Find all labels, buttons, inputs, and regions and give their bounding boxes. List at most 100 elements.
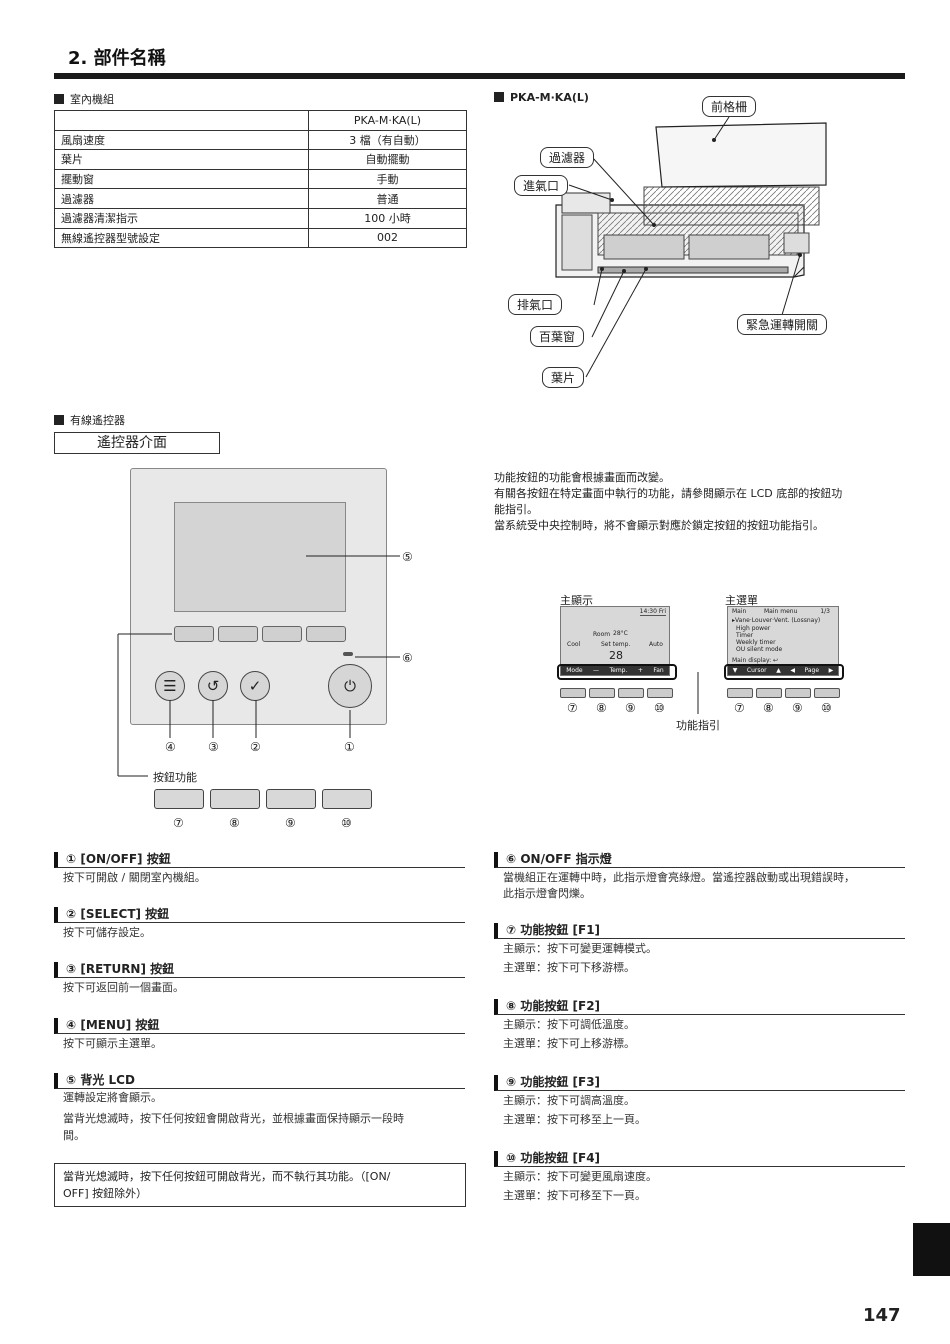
backlit-lcd — [174, 502, 346, 612]
on-off-button[interactable]: ⏻ — [328, 664, 372, 708]
page-title: 2. 部件名稱 — [68, 48, 166, 69]
f1-key[interactable] — [154, 789, 204, 809]
guide-connector — [697, 672, 699, 714]
f3-button[interactable] — [262, 626, 302, 642]
bullet-square — [54, 415, 64, 425]
callout-7: ⑦ — [173, 816, 184, 830]
unit-diagram-heading-text: PKA-M·KA(L) — [510, 91, 589, 104]
section-f3: ⑨ 功能按鈕 [F3] 主顯示：按下可調高溫度。 主選單：按下可移至上一頁。 — [494, 1075, 905, 1129]
section-title: ⑤ 背光 LCD — [54, 1073, 465, 1089]
menu-item: Timer — [736, 632, 754, 639]
section-f2: ⑧ 功能按鈕 [F2] 主顯示：按下可調低溫度。 主選單：按下可上移游標。 — [494, 999, 905, 1053]
f2-key[interactable] — [210, 789, 260, 809]
screen-callout-9: ⑨ — [625, 701, 636, 715]
screen-callout-7: ⑦ — [567, 701, 578, 715]
f2-button[interactable] — [218, 626, 258, 642]
section-title: ④ [MENU] 按鈕 — [54, 1018, 465, 1034]
wired-heading: 有線遙控器 — [54, 412, 125, 428]
check-icon: ✓ — [248, 677, 262, 695]
main-guide-bar: Mode — Temp. + Fan — [561, 665, 669, 675]
main-menu-label: 主選單 — [725, 594, 758, 607]
note-box: 當背光熄滅時，按下任何按鈕可開啟背光，而不執行其功能。（[ON/ OFF] 按鈕… — [54, 1163, 466, 1207]
callout-2: ② — [250, 740, 261, 754]
callout-1: ① — [344, 740, 355, 754]
menu-header-left: Main — [732, 608, 747, 615]
menu-f4-button[interactable] — [814, 688, 840, 698]
screen-callout-10: ⑩ — [654, 701, 665, 715]
callout-front-grille: 前格柵 — [702, 96, 757, 117]
callout-8: ⑧ — [229, 816, 240, 830]
section-return: ③ [RETURN] 按鈕 按下可返回前一個畫面。 — [54, 962, 465, 997]
screen-callout-8: ⑧ — [596, 701, 607, 715]
remote-interface-title: 遙控器介面 — [54, 432, 220, 454]
unit-diagram-heading: PKA-M·KA(L) — [494, 91, 589, 104]
menu-icon: ☰ — [163, 677, 177, 695]
menu-callout-7: ⑦ — [734, 701, 745, 715]
callout-vane: 葉片 — [542, 367, 585, 388]
menu-f2-button[interactable] — [756, 688, 782, 698]
menu-item: OU silent mode — [736, 646, 783, 653]
menu-header-title: Main menu — [764, 608, 798, 615]
section-title: ① [ON/OFF] 按鈕 — [54, 852, 465, 868]
callout-emergency-switch: 緊急運轉開關 — [737, 314, 828, 335]
select-button[interactable]: ✓ — [240, 671, 270, 701]
section-title: ③ [RETURN] 按鈕 — [54, 962, 465, 978]
menu-f3-button[interactable] — [785, 688, 811, 698]
section-title: ⑥ ON/OFF 指示燈 — [494, 852, 905, 868]
menu-callout-9: ⑨ — [792, 701, 803, 715]
title-rule — [54, 73, 905, 79]
menu-item: ▸Vane·Louver·Vent. (Lossnay) — [732, 617, 821, 624]
section-title: ⑩ 功能按鈕 [F4] — [494, 1151, 905, 1167]
callout-9: ⑨ — [285, 816, 296, 830]
model-header: PKA-M·KA(L) — [308, 110, 467, 131]
bullet-square — [54, 94, 64, 104]
section-title: ⑧ 功能按鈕 [F2] — [494, 999, 905, 1015]
table-row: 擺動窗手動 — [54, 168, 467, 190]
f1-button[interactable] — [174, 626, 214, 642]
section-title: ⑨ 功能按鈕 [F3] — [494, 1075, 905, 1091]
screen-f3-button[interactable] — [618, 688, 644, 698]
screen-f1-button[interactable] — [560, 688, 586, 698]
menu-header-page: 1/3 — [820, 608, 830, 615]
mode-value: Cool — [567, 641, 581, 648]
main-guide-highlight — [557, 664, 677, 680]
indoor-heading: 室內機組 — [54, 91, 114, 107]
callout-air-outlet: 排氣口 — [508, 294, 563, 315]
section-select: ② [SELECT] 按鈕 按下可儲存設定。 — [54, 907, 465, 942]
function-guide-label: 功能指引 — [676, 719, 720, 732]
callout-5: ⑤ — [402, 550, 413, 564]
set-temp-label: Set temp. — [601, 641, 631, 648]
indoor-unit-illustration — [555, 116, 827, 378]
screen-f4-button[interactable] — [647, 688, 673, 698]
page-number: 147 — [863, 1305, 901, 1326]
function-description: 功能按鈕的功能會根據畫面而改變。 有關各按鈕在特定畫面中執行的功能，請參閱顯示在… — [494, 471, 843, 532]
section-backlit-lcd: ⑤ 背光 LCD 運轉設定將會顯示。 當背光熄滅時，按下任何按鈕會開啟背光，並根… — [54, 1073, 465, 1144]
f4-button[interactable] — [306, 626, 346, 642]
menu-item: Weekly timer — [736, 639, 776, 646]
button-function-label: 按鈕功能 — [153, 771, 197, 784]
table-row: 葉片自動擺動 — [54, 149, 467, 170]
callout-air-inlet: 進氣口 — [514, 175, 569, 196]
return-button[interactable]: ↺ — [198, 671, 228, 701]
menu-callout-8: ⑧ — [763, 701, 774, 715]
section-f4: ⑩ 功能按鈕 [F4] 主顯示：按下可變更風扇速度。 主選單：按下可移至下一頁。 — [494, 1151, 905, 1205]
menu-f1-button[interactable] — [727, 688, 753, 698]
menu-item: High power — [736, 625, 771, 632]
indoor-heading-text: 室內機組 — [70, 93, 114, 106]
remote-leader-lines — [117, 555, 400, 777]
table-row: PKA-M·KA(L) — [54, 110, 467, 131]
menu-button[interactable]: ☰ — [155, 671, 185, 701]
room-label: Room — [593, 631, 611, 638]
f3-key[interactable] — [266, 789, 316, 809]
section-f1: ⑦ 功能按鈕 [F1] 主顯示：按下可變更運轉模式。 主選單：按下可下移游標。 — [494, 923, 905, 977]
f4-key[interactable] — [322, 789, 372, 809]
power-icon: ⏻ — [344, 677, 356, 695]
screen-f2-button[interactable] — [589, 688, 615, 698]
fan-value: Auto — [649, 641, 663, 648]
callout-filter: 過濾器 — [540, 147, 595, 168]
callout-3: ③ — [208, 740, 219, 754]
table-row: 過濾器普通 — [54, 188, 467, 209]
